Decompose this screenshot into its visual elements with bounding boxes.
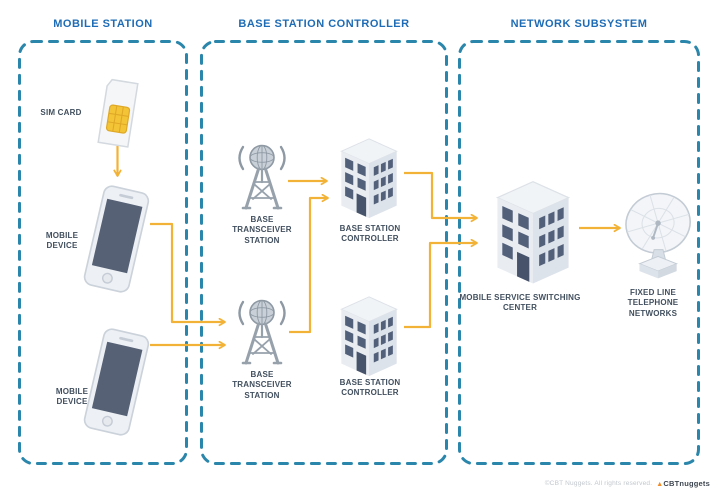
bts-1-label: BASE TRANSCEIVER STATION — [232, 215, 292, 245]
satellite-dish-icon — [617, 182, 705, 280]
mobile-device-2-label: MOBILE DEVICE — [55, 387, 89, 407]
sim-card-label: SIM CARD — [40, 108, 82, 117]
section-title-network-subsystem: NETWORK SUBSYSTEM — [510, 18, 648, 30]
sim-card-icon — [87, 74, 149, 151]
cell-tower-icon — [232, 141, 292, 213]
arrow-bsc1-to-msc — [404, 171, 478, 223]
copyright-text: ©CBT Nuggets. All rights reserved. — [544, 479, 653, 487]
brand-accent-icon: ▲ — [656, 480, 664, 488]
arrow-bts2-to-bsc1 — [289, 193, 329, 334]
office-building-icon — [332, 294, 406, 378]
section-title-mobile-station: MOBILE STATION — [53, 18, 153, 30]
arrow-bsc2-to-msc — [404, 238, 478, 329]
msc-label: MOBILE SERVICE SWITCHING CENTER — [459, 293, 581, 313]
office-building-icon — [486, 178, 580, 286]
cell-tower-icon — [232, 296, 292, 368]
fixed-line-networks-label: FIXED LINE TELEPHONE NETWORKS — [627, 288, 679, 318]
network-subsystem-box-border — [458, 40, 700, 465]
bts-2-label: BASE TRANSCEIVER STATION — [232, 370, 292, 400]
mobile-station-box-border — [18, 40, 188, 465]
footer: ©CBT Nuggets. All rights reserved. ▲CBTn… — [545, 477, 710, 489]
base-station-controller-box-border — [200, 40, 448, 465]
mobile-device-1-label: MOBILE DEVICE — [45, 231, 79, 251]
arrow-phone1-to-bts2 — [150, 222, 226, 327]
bsc-2-label: BASE STATION CONTROLLER — [339, 378, 401, 398]
office-building-icon — [332, 136, 406, 220]
brand-logo: ▲CBTnuggets — [656, 478, 710, 488]
bsc-1-label: BASE STATION CONTROLLER — [339, 224, 401, 244]
section-title-base-station-controller: BASE STATION CONTROLLER — [238, 18, 410, 30]
